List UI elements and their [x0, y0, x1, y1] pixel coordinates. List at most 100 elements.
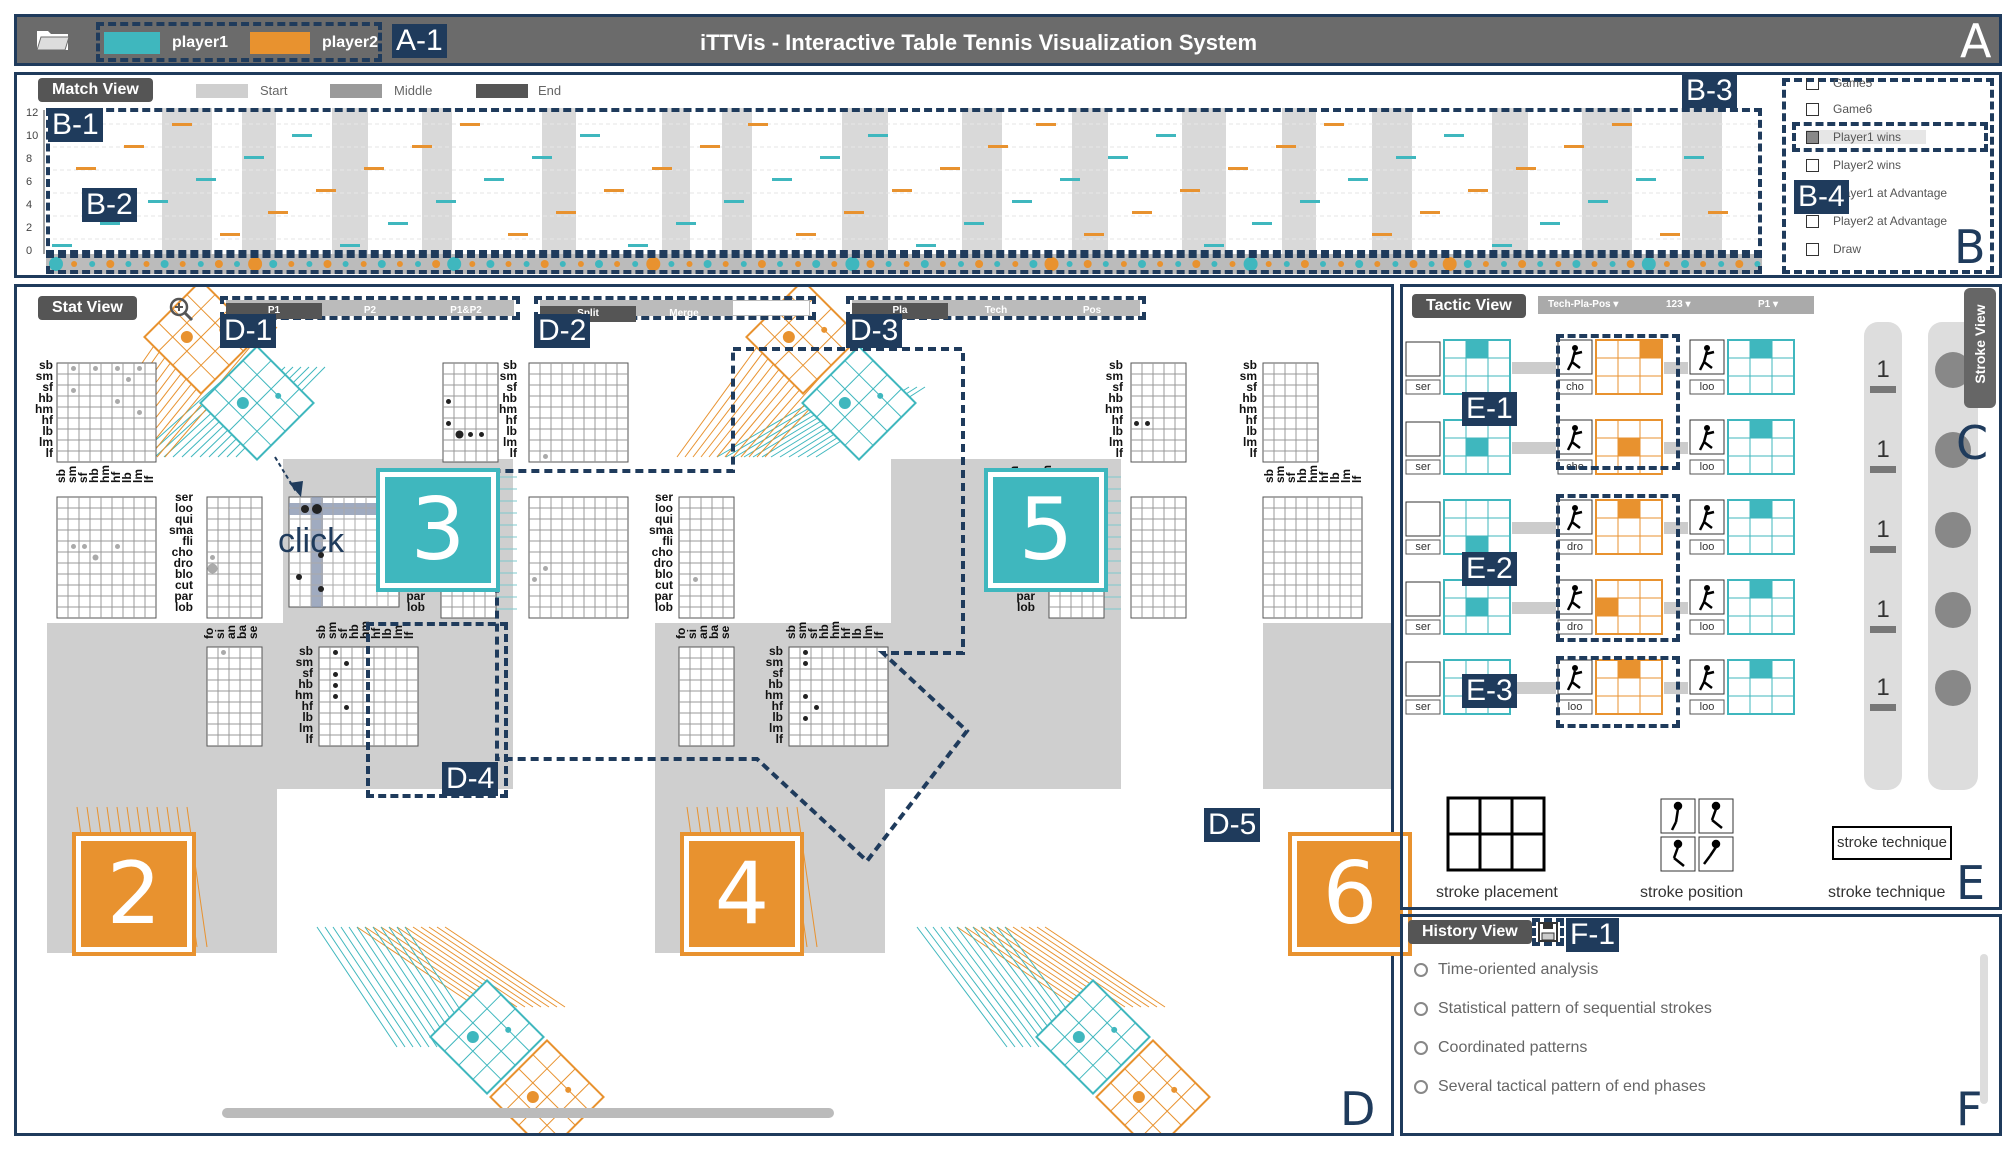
rally-dot [342, 261, 349, 267]
player1-label: player1 [172, 34, 229, 51]
toggle-p2[interactable]: P2 [363, 305, 377, 316]
score-step [532, 156, 552, 159]
rally-dot [845, 257, 860, 271]
highlight-dot [301, 505, 309, 513]
stroke2-position-icon [1557, 579, 1593, 615]
zoom-icon[interactable] [168, 296, 194, 322]
dropdown-tech-pla-pos[interactable]: Tech-Pla-Pos ▾ [1548, 299, 1619, 310]
score-step [1420, 211, 1440, 214]
filter-game6[interactable]: Game6 [1806, 102, 1872, 116]
diamond-dot [838, 397, 851, 409]
grid-dot [115, 366, 120, 371]
flow-line [684, 346, 768, 458]
dropdown-123[interactable]: 123 ▾ [1666, 299, 1691, 310]
rally-dot [469, 261, 476, 267]
pla-label: lf [1250, 446, 1258, 460]
filter-player1-wins[interactable]: Player1 wins [1806, 130, 1926, 144]
tech-label: blo [175, 567, 193, 581]
folder-icon[interactable] [36, 26, 70, 52]
diamond-dot [466, 1031, 479, 1043]
rally-dot [1229, 261, 1236, 267]
pla-label-v: sm [1273, 466, 1287, 483]
pla-label: sf [506, 380, 518, 394]
pla-label: hm [35, 402, 53, 416]
stroke2-position-icon [1557, 659, 1593, 695]
save-icon[interactable] [1538, 922, 1558, 942]
grid-dot [468, 432, 473, 437]
rally-dot [125, 261, 132, 267]
rally-dot [1192, 260, 1201, 268]
number-square-6[interactable]: 6 [1288, 832, 1412, 956]
toggle-merge[interactable]: Merge [669, 308, 699, 319]
rally-dot [248, 257, 263, 271]
game-band [662, 108, 690, 254]
number-square-2[interactable]: 2 [72, 832, 196, 956]
y-tick-label: 0 [26, 245, 32, 257]
stroke1-label: ser [1415, 541, 1431, 553]
flow-line [356, 926, 438, 1048]
tag-a1: A-1 [392, 24, 447, 58]
tech-grid-2 [206, 496, 263, 619]
diamond-dot [1111, 1026, 1118, 1033]
flow-line [332, 926, 414, 1048]
rally-dot [939, 261, 946, 267]
b1-box [46, 108, 1762, 258]
pla-label-v: sm [795, 622, 809, 639]
score-step [1540, 222, 1560, 225]
pla-grid-3 [442, 362, 499, 463]
rally-dot [1718, 261, 1725, 267]
diamond-dot [1072, 1031, 1085, 1043]
stroke1-label: ser [1415, 461, 1431, 473]
toggle-pos[interactable]: Pos [1082, 305, 1102, 316]
pos-label-v: si [685, 629, 699, 639]
serve-box [1405, 581, 1441, 617]
rally-dot [377, 260, 386, 268]
pla-label-v: hb [87, 468, 101, 483]
stroke-icon-head [1572, 505, 1578, 511]
stroke-icon-body [1566, 510, 1583, 531]
history-item-2[interactable]: Statistical pattern of sequential stroke… [1414, 989, 1914, 1028]
legend-technique-box: stroke technique [1832, 826, 1952, 860]
rally-dot [614, 261, 621, 267]
rally-dot [360, 261, 367, 267]
grid-dot [344, 661, 349, 666]
diamond-line [830, 374, 888, 432]
history-scrollbar[interactable] [1980, 954, 1988, 1104]
toggle-tech[interactable]: Tech [984, 305, 1008, 316]
number-square-5[interactable]: 5 [984, 468, 1108, 592]
number-square-4[interactable]: 4 [680, 832, 804, 956]
toggle-p1p2[interactable]: P1&P2 [450, 305, 482, 316]
pla-label: hb [502, 391, 517, 405]
y-tick-label: 8 [26, 153, 32, 165]
horizontal-scrollbar[interactable] [222, 1108, 834, 1118]
filter-game5[interactable]: Game5 [1806, 78, 1872, 90]
pos-label-v: fo [202, 628, 216, 639]
score-step [1492, 244, 1512, 247]
history-item-3[interactable]: Coordinated patterns [1414, 1028, 1914, 1067]
dropdown-p1[interactable]: P1 ▾ [1758, 299, 1779, 310]
pla-label-v: lf [402, 631, 416, 639]
grid-dot [333, 650, 338, 655]
serve-box [1405, 421, 1441, 457]
stroke-icon-body [1698, 590, 1715, 611]
stroke-view-label: Stroke View [1972, 304, 1988, 384]
rally-dot [757, 260, 766, 268]
tactic-counts: 1 1 1 1 1 [1864, 340, 1984, 720]
history-item-1[interactable]: Time-oriented analysis [1414, 950, 1914, 989]
filter-p2-advantage[interactable]: Player2 at Advantage [1806, 214, 1947, 228]
number-square-3[interactable]: 3 [376, 468, 500, 592]
score-step [1372, 233, 1392, 236]
match-view-title: Match View [38, 78, 153, 102]
legend-position-icon [1660, 798, 1734, 872]
stroke-view-tab[interactable]: Stroke View [1964, 288, 1996, 408]
rally-dot [214, 260, 223, 268]
filter-draw[interactable]: Draw [1806, 242, 1861, 256]
history-item-4[interactable]: Several tactical pattern of end phases [1414, 1067, 1914, 1106]
pla-label: lb [772, 710, 783, 724]
click-label: click [278, 522, 345, 560]
diamond-line [214, 388, 272, 446]
filter-player2-wins[interactable]: Player2 wins [1806, 158, 1901, 172]
grid-dot [333, 694, 338, 699]
score-step [652, 167, 672, 170]
